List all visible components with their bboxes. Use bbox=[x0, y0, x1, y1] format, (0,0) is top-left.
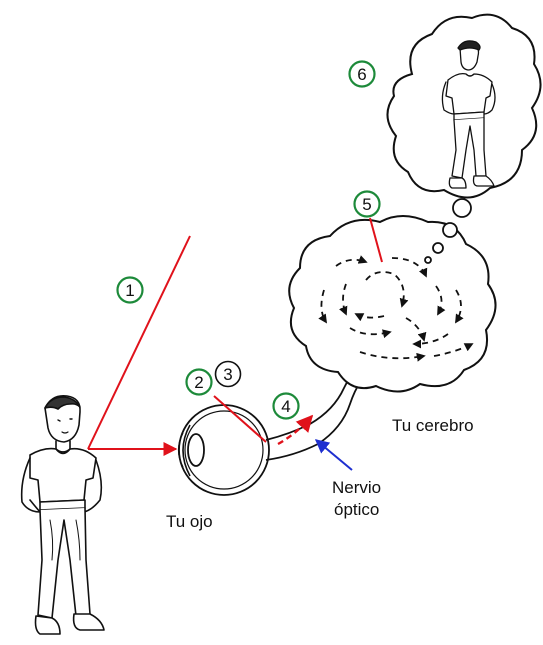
step-5-marker: 5 bbox=[355, 192, 380, 217]
svg-text:1: 1 bbox=[125, 281, 134, 300]
step-3-marker: 3 bbox=[216, 362, 241, 387]
step-6-marker: 6 bbox=[350, 62, 375, 87]
svg-text:4: 4 bbox=[281, 397, 290, 416]
svg-text:5: 5 bbox=[362, 195, 371, 214]
optic-nerve-label-line1: Nervio bbox=[332, 478, 381, 498]
person-figure-icon bbox=[22, 396, 104, 634]
step-4-marker: 4 bbox=[274, 394, 299, 419]
svg-text:6: 6 bbox=[357, 65, 366, 84]
svg-text:3: 3 bbox=[223, 365, 232, 384]
optic-nerve-label-line2: óptico bbox=[334, 500, 379, 520]
eye-label: Tu ojo bbox=[166, 512, 213, 532]
step-2-marker: 2 bbox=[187, 370, 212, 395]
nerve-pointer-arrow bbox=[316, 440, 352, 470]
step-1-marker: 1 bbox=[118, 278, 143, 303]
brain-label: Tu cerebro bbox=[392, 416, 474, 436]
light-ray bbox=[88, 236, 190, 449]
brain-icon bbox=[289, 216, 495, 392]
svg-text:2: 2 bbox=[194, 373, 203, 392]
